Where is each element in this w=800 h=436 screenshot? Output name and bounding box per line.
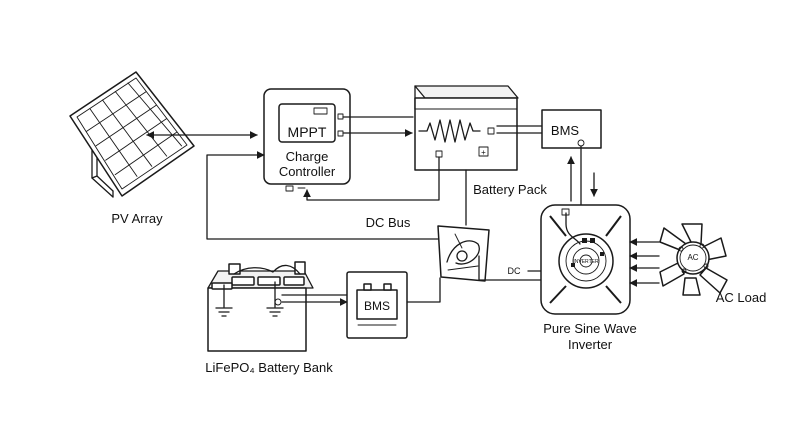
charge-label: Charge xyxy=(286,149,329,164)
controller-label: Controller xyxy=(279,164,336,179)
bank-to-junction-line xyxy=(406,277,441,303)
bms-bottom-label: BMS xyxy=(364,299,390,313)
bms-battery-icon xyxy=(346,271,408,339)
dc-bus-label: DC Bus xyxy=(366,215,411,230)
svg-text:INVERTER: INVERTER xyxy=(573,259,599,265)
pv-array-label: PV Array xyxy=(111,211,163,226)
battery-pack-icon: + xyxy=(414,85,519,171)
dc-label: DC xyxy=(508,266,521,276)
battery-bank-icon xyxy=(207,261,314,352)
svg-text:+: + xyxy=(481,148,486,157)
inverter-icon: INVERTER xyxy=(540,204,631,315)
dc-bus-junction-icon xyxy=(437,225,490,282)
battery-bank-label: LiFePO₄ Battery Bank xyxy=(205,360,333,375)
bms-top-label: BMS xyxy=(551,123,580,138)
junction-to-inverter-line xyxy=(478,255,560,281)
ac-load-fan-icon xyxy=(659,223,728,296)
ac-label: AC xyxy=(687,253,698,262)
charge-controller-icon xyxy=(263,88,351,192)
inverter-label-line2: Inverter xyxy=(568,337,613,352)
bms-module-icon xyxy=(541,109,602,149)
ac-load-label: AC Load xyxy=(716,290,767,305)
pack-return-line xyxy=(303,156,440,201)
ground-icon xyxy=(215,307,284,317)
dc-bus-loop-line xyxy=(206,151,440,240)
solar-panel-icon xyxy=(69,71,195,198)
battery-pack-label: Battery Pack xyxy=(473,182,547,197)
inverter-label-line1: Pure Sine Wave xyxy=(543,321,636,336)
mppt-label: MPPT xyxy=(288,124,327,140)
